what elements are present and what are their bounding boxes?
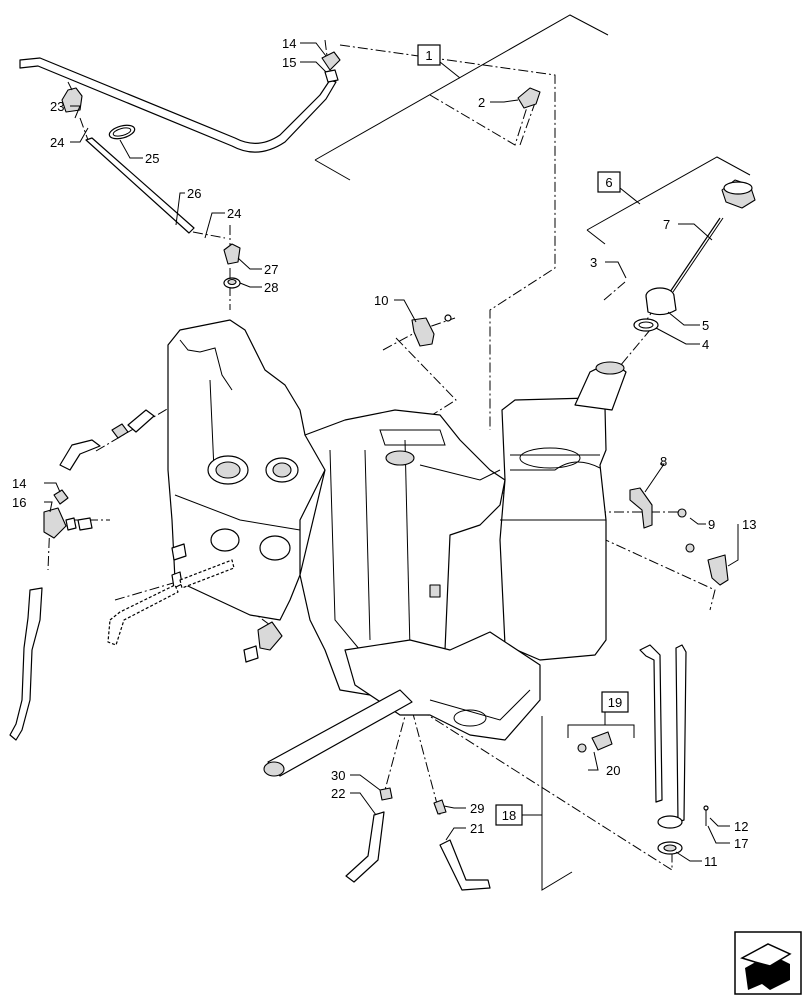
callout-label-1: 1 bbox=[425, 48, 432, 63]
screw-12 bbox=[703, 805, 709, 826]
fuel-tank-body bbox=[167, 319, 627, 741]
callout-box-6 bbox=[597, 171, 621, 193]
gasket-4 bbox=[633, 318, 659, 332]
callout-label-25: 25 bbox=[145, 151, 159, 166]
next-page-arrow-icon[interactable] bbox=[734, 931, 802, 995]
assembly-bracket-6 bbox=[586, 156, 751, 245]
callout-label-5: 5 bbox=[702, 318, 709, 333]
callout-box-18 bbox=[495, 804, 523, 826]
dashed-hose-left bbox=[107, 559, 235, 646]
grommet-28 bbox=[223, 277, 241, 289]
left-fittings bbox=[111, 409, 283, 663]
return-hose-left bbox=[59, 439, 101, 471]
line-assembly-right bbox=[639, 644, 687, 823]
hose-22 bbox=[345, 811, 385, 883]
leader-lines bbox=[44, 42, 739, 862]
assembly-bracket-1 bbox=[314, 14, 609, 181]
clamp-29 bbox=[433, 799, 447, 815]
callout-label-22: 22 bbox=[331, 786, 345, 801]
callout-label-3: 3 bbox=[590, 255, 597, 270]
callout-label-27: 27 bbox=[264, 262, 278, 277]
callout-label-28: 28 bbox=[264, 280, 278, 295]
callout-label-24-top: 24 bbox=[50, 135, 64, 150]
hose-21 bbox=[439, 839, 491, 891]
callout-label-13: 13 bbox=[742, 517, 756, 532]
callout-label-20: 20 bbox=[606, 763, 620, 778]
callout-label-29: 29 bbox=[470, 801, 484, 816]
filler-neck-5 bbox=[645, 287, 677, 316]
bracket-8 bbox=[629, 487, 653, 529]
vent-hose-long bbox=[19, 57, 337, 153]
fitting-16 bbox=[43, 507, 93, 539]
drain-tube bbox=[263, 689, 413, 777]
callout-label-14-top: 14 bbox=[282, 36, 296, 51]
callout-label-4: 4 bbox=[702, 337, 709, 352]
callout-label-6: 6 bbox=[605, 175, 612, 190]
fitting-20 bbox=[577, 731, 613, 753]
callout-label-16: 16 bbox=[12, 495, 26, 510]
bracket-10 bbox=[411, 314, 452, 347]
callout-label-19: 19 bbox=[608, 695, 622, 710]
callout-label-15: 15 bbox=[282, 55, 296, 70]
callout-label-10: 10 bbox=[374, 293, 388, 308]
callout-box-1 bbox=[417, 44, 441, 66]
o-ring-25 bbox=[108, 124, 136, 140]
sender-flange-17 bbox=[657, 815, 683, 829]
bracket-13 bbox=[707, 554, 729, 586]
callout-label-21: 21 bbox=[470, 821, 484, 836]
assembly-bracket-19 bbox=[567, 712, 635, 738]
fitting-27 bbox=[223, 243, 241, 265]
assembly-bracket-18 bbox=[520, 716, 573, 891]
vent-tube-26 bbox=[85, 137, 195, 234]
callout-label-7: 7 bbox=[663, 217, 670, 232]
clamp-14-15 bbox=[321, 51, 341, 83]
fuel-cap-assembly bbox=[721, 179, 756, 209]
tether-7 bbox=[669, 217, 724, 293]
bolts-9 bbox=[677, 508, 695, 553]
callout-label-23: 23 bbox=[50, 99, 64, 114]
callout-box-19 bbox=[601, 691, 629, 713]
clamp-14-left bbox=[53, 489, 69, 505]
callout-label-9: 9 bbox=[708, 517, 715, 532]
callout-label-12: 12 bbox=[734, 819, 748, 834]
callout-label-26: 26 bbox=[187, 186, 201, 201]
fuel-hose-lower-left bbox=[9, 587, 43, 741]
callout-label-24-mid: 24 bbox=[227, 206, 241, 221]
callout-label-14-left: 14 bbox=[12, 476, 26, 491]
gasket-11 bbox=[657, 841, 683, 855]
callout-label-30: 30 bbox=[331, 768, 345, 783]
callout-label-17: 17 bbox=[734, 836, 748, 851]
callout-label-18: 18 bbox=[502, 808, 516, 823]
callout-label-2: 2 bbox=[478, 95, 485, 110]
clamp-30 bbox=[379, 787, 393, 801]
callout-label-11: 11 bbox=[704, 854, 718, 869]
fitting-2 bbox=[517, 87, 541, 109]
callout-label-8: 8 bbox=[660, 454, 667, 469]
